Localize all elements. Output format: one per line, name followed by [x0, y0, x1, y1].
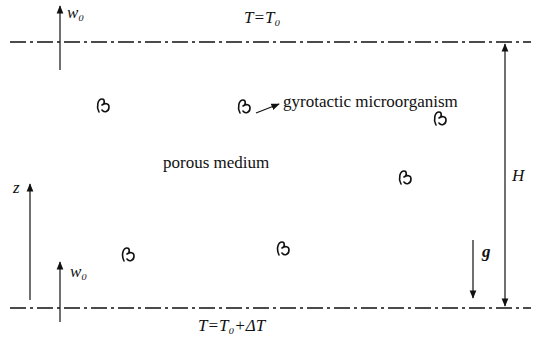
gravity-label: g: [482, 242, 491, 262]
temperature-label: T=T₀+ΔT: [198, 316, 265, 336]
bottom-boundary: [10, 307, 531, 308]
swim-direction-arrow: [256, 104, 279, 113]
gravity-arrow: [472, 240, 473, 298]
top-boundary: [10, 41, 531, 42]
microorganisms: [98, 99, 446, 261]
height-arrow: [504, 44, 505, 306]
bottom-velocity-arrow: [59, 262, 60, 322]
velocity-label: w₀: [67, 3, 84, 23]
z-axis-arrow: [29, 184, 30, 300]
top-velocity-arrow: [59, 6, 60, 70]
axis-label: z: [13, 178, 20, 198]
medium-label: porous medium: [163, 153, 269, 173]
temperature-label: T=T₀: [244, 8, 280, 28]
velocity-label: w₀: [70, 262, 87, 282]
height-label: H: [512, 166, 524, 186]
organism-label: gyrotactic microorganism: [283, 92, 458, 112]
